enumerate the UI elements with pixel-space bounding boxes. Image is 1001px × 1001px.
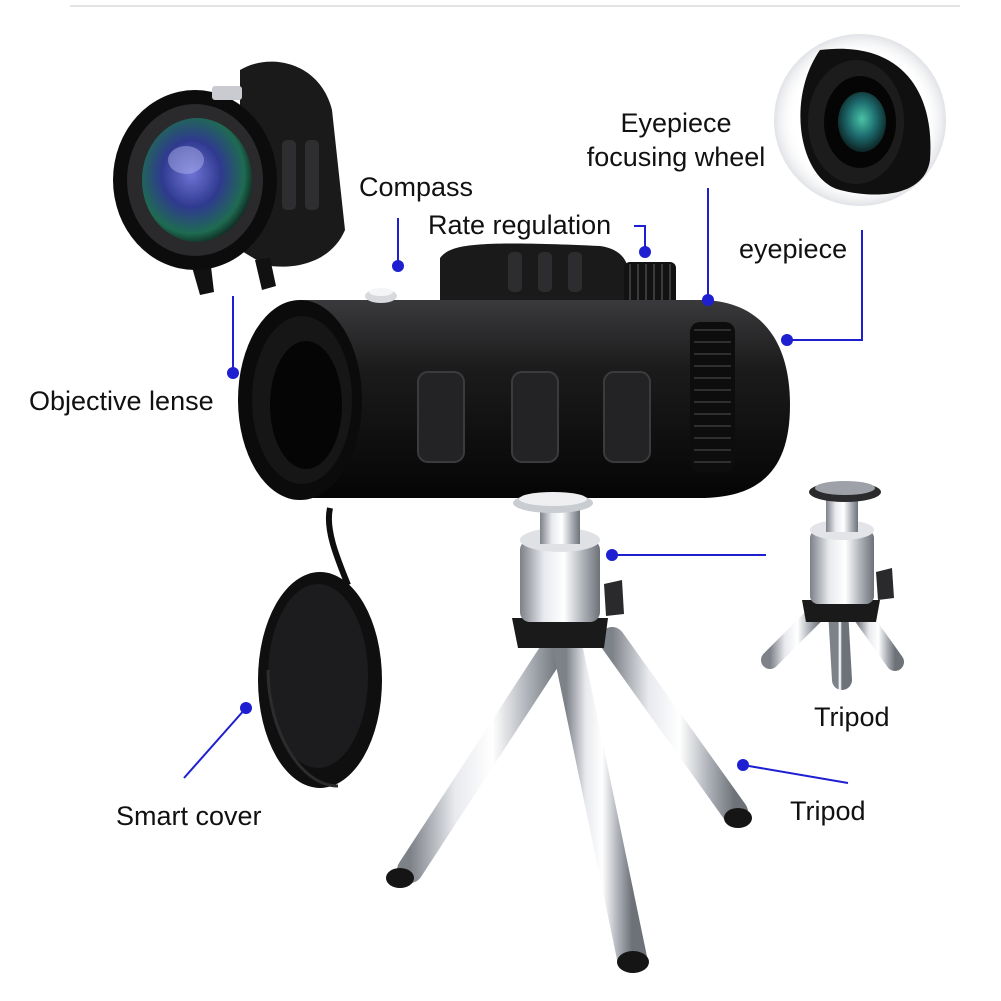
callout-lines [183, 188, 863, 784]
callout-dots [227, 246, 793, 771]
smart-cover [258, 507, 382, 788]
monocular-body [238, 243, 790, 500]
label-line-1: Eyepiece [620, 108, 732, 138]
objective-lense-label: Objective lense [29, 386, 214, 416]
objective-lens-inset [113, 61, 345, 295]
smart-cover-label: Smart cover [116, 801, 262, 831]
small-tripod-inset [761, 481, 904, 690]
tripod-main-label: Tripod [790, 796, 866, 826]
compass-label: Compass [359, 172, 474, 202]
eyepiece-inset [774, 34, 946, 206]
rate-regulation-label: Rate regulation [428, 210, 612, 240]
label-line-2: focusing wheel [586, 142, 766, 172]
eyepiece-focusing-wheel-label: Eyepiece focusing wheel [576, 106, 776, 174]
tripod-small-label: Tripod [814, 702, 890, 732]
main-tripod [386, 492, 752, 973]
eyepiece-label: eyepiece [739, 234, 848, 264]
